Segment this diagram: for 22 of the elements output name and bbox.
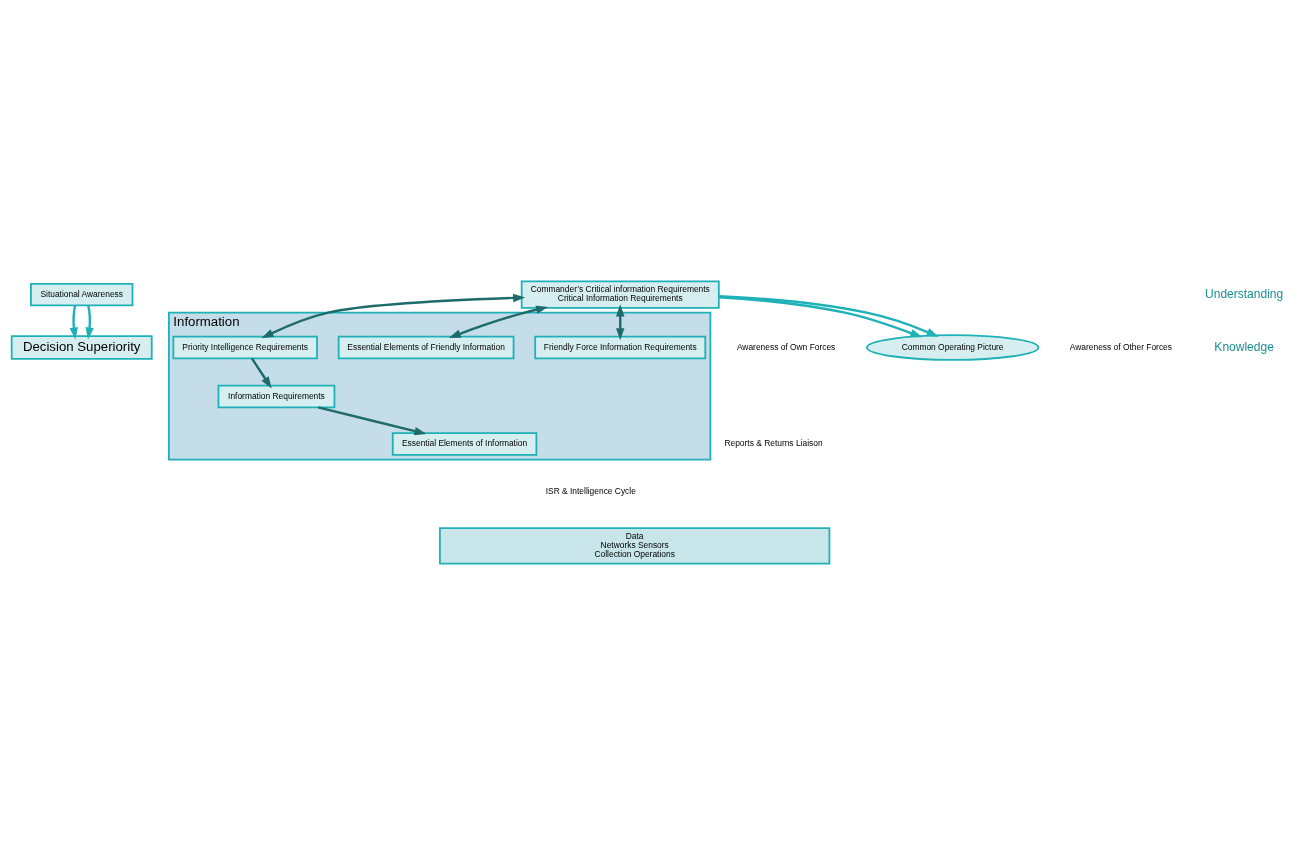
label: Reports & Returns Liaison — [724, 438, 823, 449]
arrow — [448, 305, 549, 338]
arrow — [317, 406, 427, 436]
node-box: Friendly Force Information Requirements — [534, 335, 707, 360]
node-box: Commander’s Critical information Requirements Critical Information Requirements — [520, 280, 720, 309]
label: ISR & Intelligence Cycle — [545, 485, 636, 496]
arrow — [85, 305, 94, 340]
label: Understanding — [1205, 286, 1284, 301]
label: Knowledge — [1214, 339, 1274, 354]
node-box: Decision Superiority — [10, 335, 153, 360]
arrow — [69, 305, 78, 340]
label: Awareness of Other Forces — [1069, 341, 1172, 352]
arrow — [261, 293, 526, 339]
label: Awareness of Own Forces — [736, 341, 836, 352]
node-box: Priority Intelligence Requirements — [172, 335, 318, 360]
node-box: Situational Awareness — [30, 282, 134, 307]
node-box: Essential Elements of Friendly Information — [337, 335, 515, 360]
arrow — [250, 357, 272, 389]
node-box: Data Networks Sensors Collection Operations — [439, 527, 831, 565]
node-box: Information Requirements — [217, 384, 336, 409]
node-box: Essential Elements of Information — [391, 432, 538, 456]
node-ellipse: Common Operating Picture — [865, 334, 1040, 361]
